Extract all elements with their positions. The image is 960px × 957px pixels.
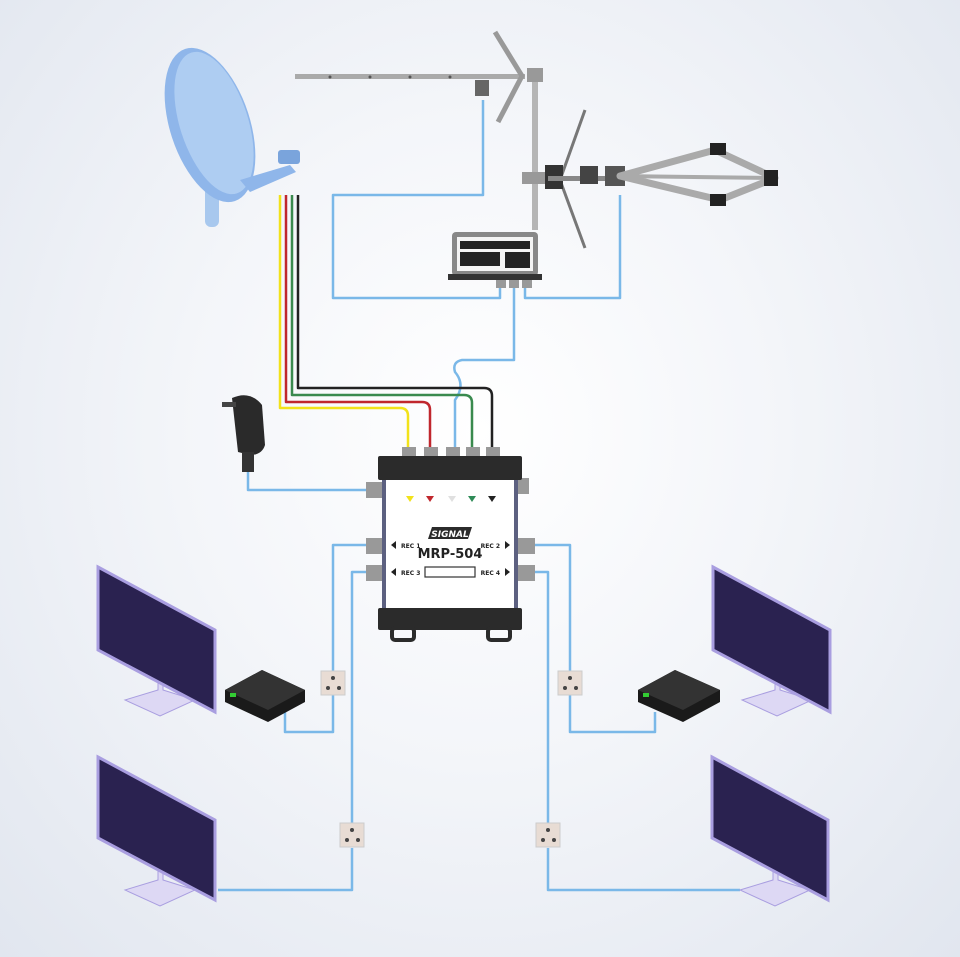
- amplifier-box-icon: [448, 232, 542, 288]
- satellite-cables: [278, 195, 494, 452]
- yellow-sat-cable: [278, 195, 410, 452]
- black-sat-cable: [296, 195, 494, 452]
- tv-icon: [96, 754, 217, 907]
- tv-icon: [710, 754, 830, 907]
- brand-logo-badge: [428, 527, 472, 539]
- amplifier-output-cable: [453, 285, 516, 452]
- power-adapter-icon: [222, 395, 265, 472]
- wall-sockets: [320, 670, 583, 848]
- rec2-cable: [525, 543, 572, 672]
- display-window: [424, 566, 476, 578]
- red-sat-cable: [284, 195, 432, 452]
- terrestrial-yagi-cable: [331, 100, 502, 300]
- rec4-cable: [525, 570, 550, 824]
- socket4-tv-cable: [546, 848, 740, 892]
- tv-icon: [711, 564, 832, 717]
- power-supply-cable: [246, 470, 372, 492]
- multiswitch-device: SIGNAL MRP-504 REC 1 REC 2 REC 3 REC 4: [366, 447, 535, 642]
- set-top-box-icon: [225, 670, 305, 722]
- rec3-cable: [350, 570, 372, 824]
- rec1-cable: [331, 543, 372, 672]
- tv-icon: [96, 564, 217, 717]
- rec4-label: REC 4: [481, 570, 500, 577]
- socket2-stb-cable: [568, 695, 657, 734]
- dipole-antenna-icon: [545, 109, 779, 249]
- terrestrial-dipole-cable: [523, 195, 622, 300]
- wall-socket-icon: [535, 822, 561, 848]
- wall-socket-icon: [557, 670, 583, 696]
- socket1-stb-cable: [283, 695, 335, 734]
- green-sat-cable: [290, 195, 474, 452]
- brand-logo: SIGNAL: [431, 530, 469, 540]
- set-top-box-icon: [638, 670, 720, 722]
- input-indicators: [406, 496, 496, 502]
- rec2-label: REC 2: [481, 543, 500, 550]
- rec3-label: REC 3: [401, 570, 420, 577]
- satellite-dish-icon: [164, 47, 300, 227]
- wall-socket-icon: [320, 670, 346, 696]
- yagi-antenna-icon: [295, 30, 548, 230]
- socket3-tv-cable: [218, 848, 354, 892]
- rec1-label: REC 1: [401, 543, 420, 550]
- wall-socket-icon: [339, 822, 365, 848]
- model-label: MRP-504: [418, 547, 483, 562]
